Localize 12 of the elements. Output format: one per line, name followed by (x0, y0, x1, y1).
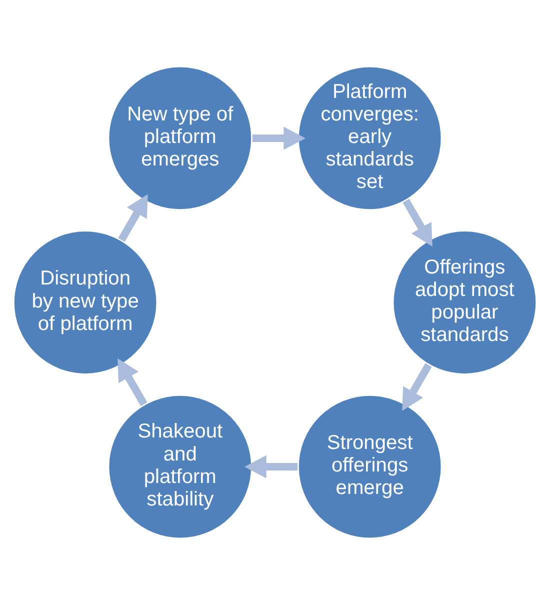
arrow (402, 198, 432, 246)
arrow (402, 362, 432, 410)
node-circle: Platform converges: early standards set (296, 64, 444, 212)
node-circle: New type of platform emerges (106, 64, 254, 212)
arrow (252, 126, 306, 150)
node-circle: Shakeout and platform stability (106, 392, 254, 540)
node-circle: Offerings adopt most popular standards (391, 228, 538, 376)
arrow (118, 194, 148, 242)
arrow (244, 454, 298, 478)
node-circle: Strongest offerings emerge (296, 392, 444, 540)
node-circle: Disruption by new type of platform (12, 228, 159, 376)
arrow (118, 358, 148, 406)
